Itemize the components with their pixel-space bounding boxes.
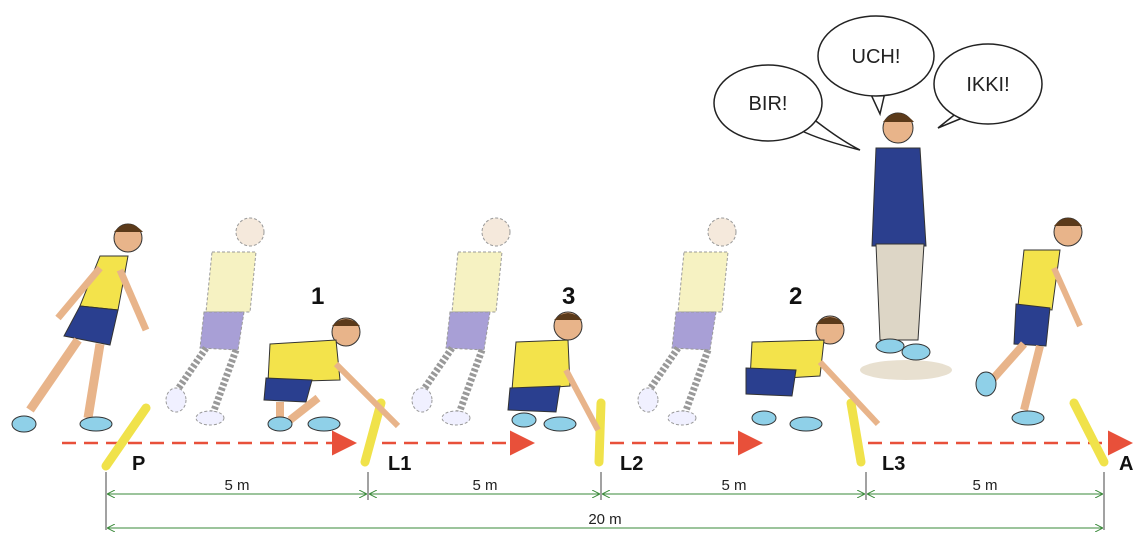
- svg-text:IKKI!: IKKI!: [966, 74, 1009, 96]
- svg-text:UCH!: UCH!: [852, 46, 901, 68]
- line-l2: [594, 398, 606, 467]
- runner-faded-1: [165, 217, 265, 426]
- dim-seg4: 5 m: [972, 477, 997, 494]
- runner-crouch-2: [745, 315, 881, 432]
- number-3: 3: [562, 283, 575, 310]
- dim-total: 20 m: [588, 511, 621, 528]
- speech-bubble-ikki: IKKI!: [933, 43, 1043, 129]
- speech-bubble-bir: BIR!: [713, 64, 861, 151]
- line-l1: [360, 398, 386, 467]
- dim-seg2: 5 m: [472, 477, 497, 494]
- speech-bubble-uch: UCH!: [817, 15, 935, 117]
- number-2: 2: [789, 283, 802, 310]
- marker-l2: L2: [620, 453, 643, 475]
- runner-crouch-3: [507, 311, 601, 432]
- field-lines: [101, 398, 1109, 471]
- runner-start: [11, 223, 150, 433]
- runner-crouch-1: [263, 317, 401, 432]
- line-p: [101, 403, 151, 471]
- coach: [860, 112, 952, 380]
- dim-seg1: 5 m: [224, 477, 249, 494]
- svg-text:BIR!: BIR!: [749, 93, 788, 115]
- runner-finish: [975, 217, 1083, 426]
- line-a: [1069, 398, 1109, 467]
- line-l3: [846, 398, 866, 467]
- dimensions: [105, 472, 1105, 530]
- marker-p: P: [132, 453, 145, 475]
- number-1: 1: [311, 283, 324, 310]
- dim-seg3: 5 m: [721, 477, 746, 494]
- marker-l1: L1: [388, 453, 411, 475]
- runner-faded-2: [411, 217, 511, 426]
- runner-faded-3: [637, 217, 737, 426]
- marker-a: A: [1119, 453, 1133, 475]
- marker-l3: L3: [882, 453, 905, 475]
